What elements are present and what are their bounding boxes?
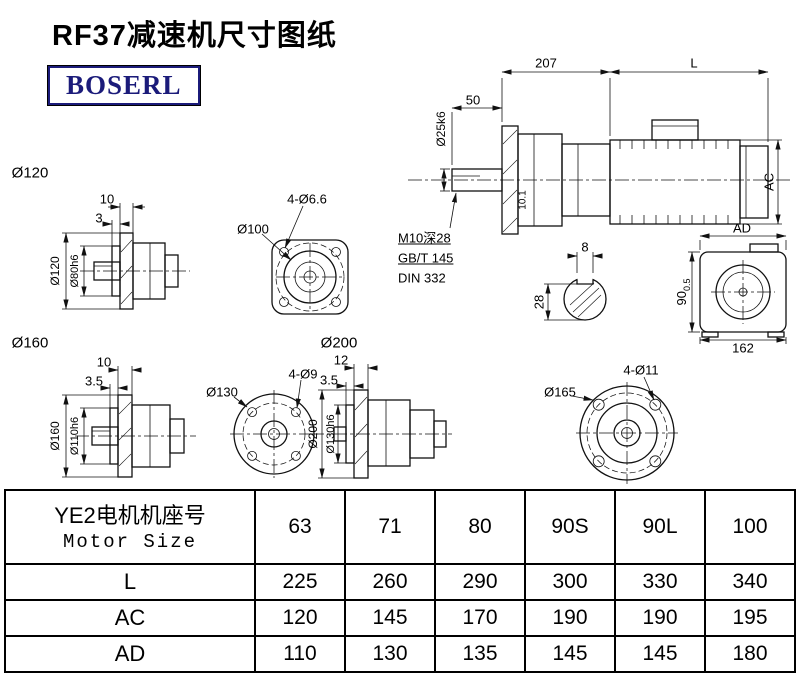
table-col-80: 80 <box>434 489 526 565</box>
dim-label-8: 8 <box>581 239 589 255</box>
dim-label-50: 50 <box>465 92 481 108</box>
callout-gbt-145: GB/T 145 <box>398 250 454 266</box>
dim-label-10-v1: 10 <box>99 191 115 207</box>
table-cell: 170 <box>434 599 526 637</box>
table-cell: 145 <box>344 599 436 637</box>
dim-label-phi25k6: Ø25k6 <box>434 111 448 147</box>
table-cell: 110 <box>254 635 346 673</box>
row-label-AC: AC <box>4 599 256 637</box>
dim-label-207: 207 <box>535 55 557 71</box>
brand-logo: BOSERL <box>48 66 200 105</box>
brand-logo-text: BOSERL <box>66 70 182 100</box>
table-cell: 120 <box>254 599 346 637</box>
dim-label-3-v1: 3 <box>95 210 103 226</box>
fan-cover <box>739 145 769 219</box>
table-col-71: 71 <box>344 489 436 565</box>
table-cell: 330 <box>614 563 706 601</box>
view-title-phi200: Ø200 <box>320 334 358 352</box>
view-title-phi120: Ø120 <box>11 164 49 182</box>
motor-size-table: YE2电机机座号 Motor Size 63 71 80 90S 90L 100… <box>4 489 796 673</box>
motor-body <box>609 139 741 225</box>
table-col-100: 100 <box>704 489 796 565</box>
table-cell: 300 <box>524 563 616 601</box>
table-cell: 130 <box>344 635 436 673</box>
table-cell: 225 <box>254 563 346 601</box>
view-phi160-side <box>62 366 196 478</box>
callout-din-332: DIN 332 <box>398 270 446 286</box>
dim-label-phi130: Ø130 <box>206 384 238 400</box>
table-cell: 145 <box>614 635 706 673</box>
dim-label-28: 28 <box>531 294 547 310</box>
dim-label-10-v3: 10 <box>96 354 112 370</box>
view-phi200-side <box>310 364 452 479</box>
dim-label-phi120: Ø120 <box>48 256 62 286</box>
technical-drawing <box>62 69 792 484</box>
motor-size-header-cn: YE2电机机座号 <box>54 502 206 528</box>
dim-label-phi160: Ø160 <box>48 421 62 451</box>
dim-label-AD: AD <box>732 220 752 236</box>
table-cell: 135 <box>434 635 526 673</box>
dim-label-phi200: Ø200 <box>306 419 320 449</box>
dim-label-162: 162 <box>732 340 754 356</box>
table-cell: 260 <box>344 563 436 601</box>
dim-label-12-v5: 12 <box>333 352 349 368</box>
dim-label-phi80h6: Ø80h6 <box>69 254 81 288</box>
table-col-90l: 90L <box>614 489 706 565</box>
dim-label-3-5-v3: 3.5 <box>84 373 104 389</box>
terminal-box <box>651 119 699 141</box>
table-col-90s: 90S <box>524 489 616 565</box>
view-main-assembly <box>408 69 792 235</box>
callout-m10-tap: M10深28 <box>398 230 451 246</box>
row-label-L: L <box>4 563 256 601</box>
dim-label-phi110h6: Ø110h6 <box>69 416 81 456</box>
table-row-L: L 225 260 290 300 330 340 <box>4 563 796 601</box>
table-col-63: 63 <box>254 489 346 565</box>
dim-label-AC: AC <box>761 172 777 192</box>
dim-label-10-1: 10.1 <box>517 190 529 210</box>
table-cell: 180 <box>704 635 796 673</box>
dim-label-phi130h6: Ø130h6 <box>325 414 337 454</box>
table-row-AD: AD 110 130 135 145 145 180 <box>4 635 796 673</box>
view-motor-rear <box>688 233 787 344</box>
view-phi120-side <box>62 203 190 310</box>
view-phi130-flange-front <box>230 379 318 478</box>
view-square-flange-front <box>261 205 349 315</box>
table-cell: 195 <box>704 599 796 637</box>
row-label-AD: AD <box>4 635 256 673</box>
dim-label-4xphi6-6: 4-Ø6.6 <box>287 191 327 207</box>
dim-label-L: L <box>690 55 698 71</box>
view-title-phi160: Ø160 <box>11 334 49 352</box>
table-cell: 340 <box>704 563 796 601</box>
view-phi165-flange-front <box>571 376 678 484</box>
dim-label-4xphi9: 4-Ø9 <box>288 366 318 382</box>
view-shaft-key-section <box>544 252 607 321</box>
table-row-AC: AC 120 145 170 190 190 195 <box>4 599 796 637</box>
table-header-motor-size: YE2电机机座号 Motor Size <box>4 489 256 565</box>
page-title: RF37减速机尺寸图纸 <box>52 20 337 52</box>
table-cell: 190 <box>524 599 616 637</box>
dim-label-3-5-v5: 3.5 <box>319 372 339 388</box>
motor-size-header-en: Motor Size <box>62 531 198 554</box>
table-cell: 290 <box>434 563 526 601</box>
dim-label-4xphi11: 4-Ø11 <box>623 362 659 378</box>
dim-label-phi165: Ø165 <box>544 384 576 400</box>
table-cell: 190 <box>614 599 706 637</box>
table-cell: 145 <box>524 635 616 673</box>
dim-label-phi100: Ø100 <box>237 221 269 237</box>
dim-label-90: 900.5 <box>674 278 692 306</box>
